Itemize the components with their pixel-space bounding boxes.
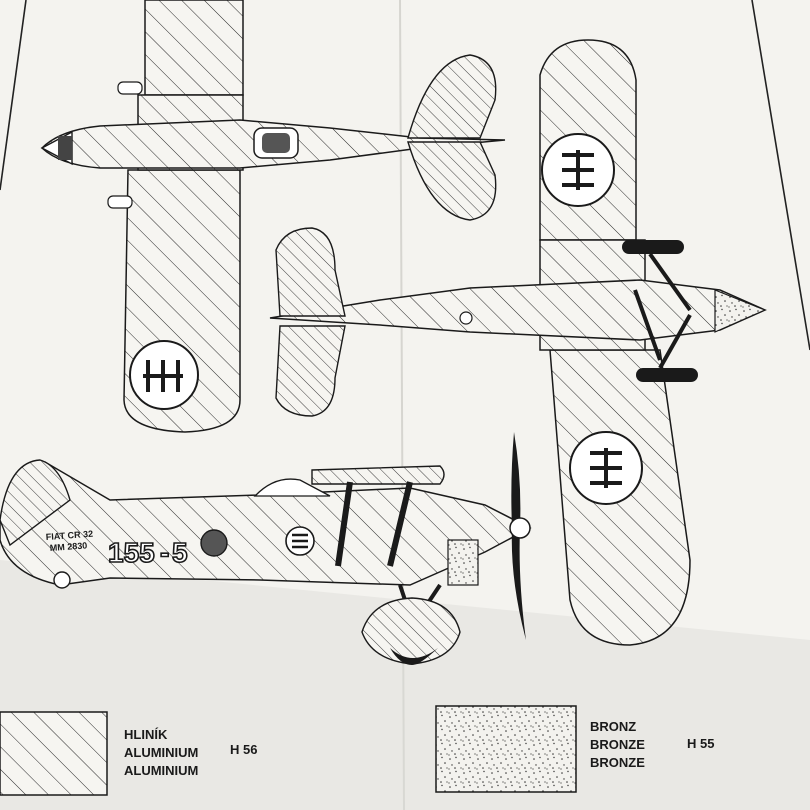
legend-aluminium-en: ALUMINIUM — [124, 745, 199, 760]
legend-bronze-en: BRONZE — [590, 737, 645, 752]
aircraft-bottom-view — [269, 39, 767, 646]
legend-aluminium-cz: HLINÍK — [124, 727, 168, 742]
aircraft-side-view: FIAT CR 32 MM 2830 155 - 5 — [0, 432, 532, 665]
aircraft-top-view — [40, 0, 506, 433]
legend-aluminium-labels: HLINÍK ALUMINIUM ALUMINIUM — [124, 726, 198, 780]
legend-bronze-labels: BRONZ BRONZE BRONZE — [590, 718, 645, 772]
fuselage-stencil-line2: MM 2830 — [49, 540, 87, 553]
squadron-code-number: 155 — [108, 537, 155, 568]
legend-bronze-cz: BRONZ — [590, 719, 637, 734]
squadron-code-digit: 5 — [172, 537, 188, 568]
legend-bronze-code: H 55 — [687, 736, 715, 751]
sheet-border-left — [0, 0, 27, 191]
fuselage-stencil-line1: FIAT CR 32 — [45, 529, 93, 542]
fold-crease — [399, 0, 405, 810]
sheet-border-right — [751, 0, 810, 351]
legend-bronze-de: BRONZE — [590, 755, 645, 770]
legend-swatch-bronze — [435, 705, 577, 793]
legend-swatch-aluminium — [0, 711, 108, 796]
squadron-code-dash: - — [160, 537, 169, 568]
legend-aluminium-code: H 56 — [230, 742, 258, 757]
legend-aluminium-de: ALUMINIUM — [124, 763, 199, 778]
